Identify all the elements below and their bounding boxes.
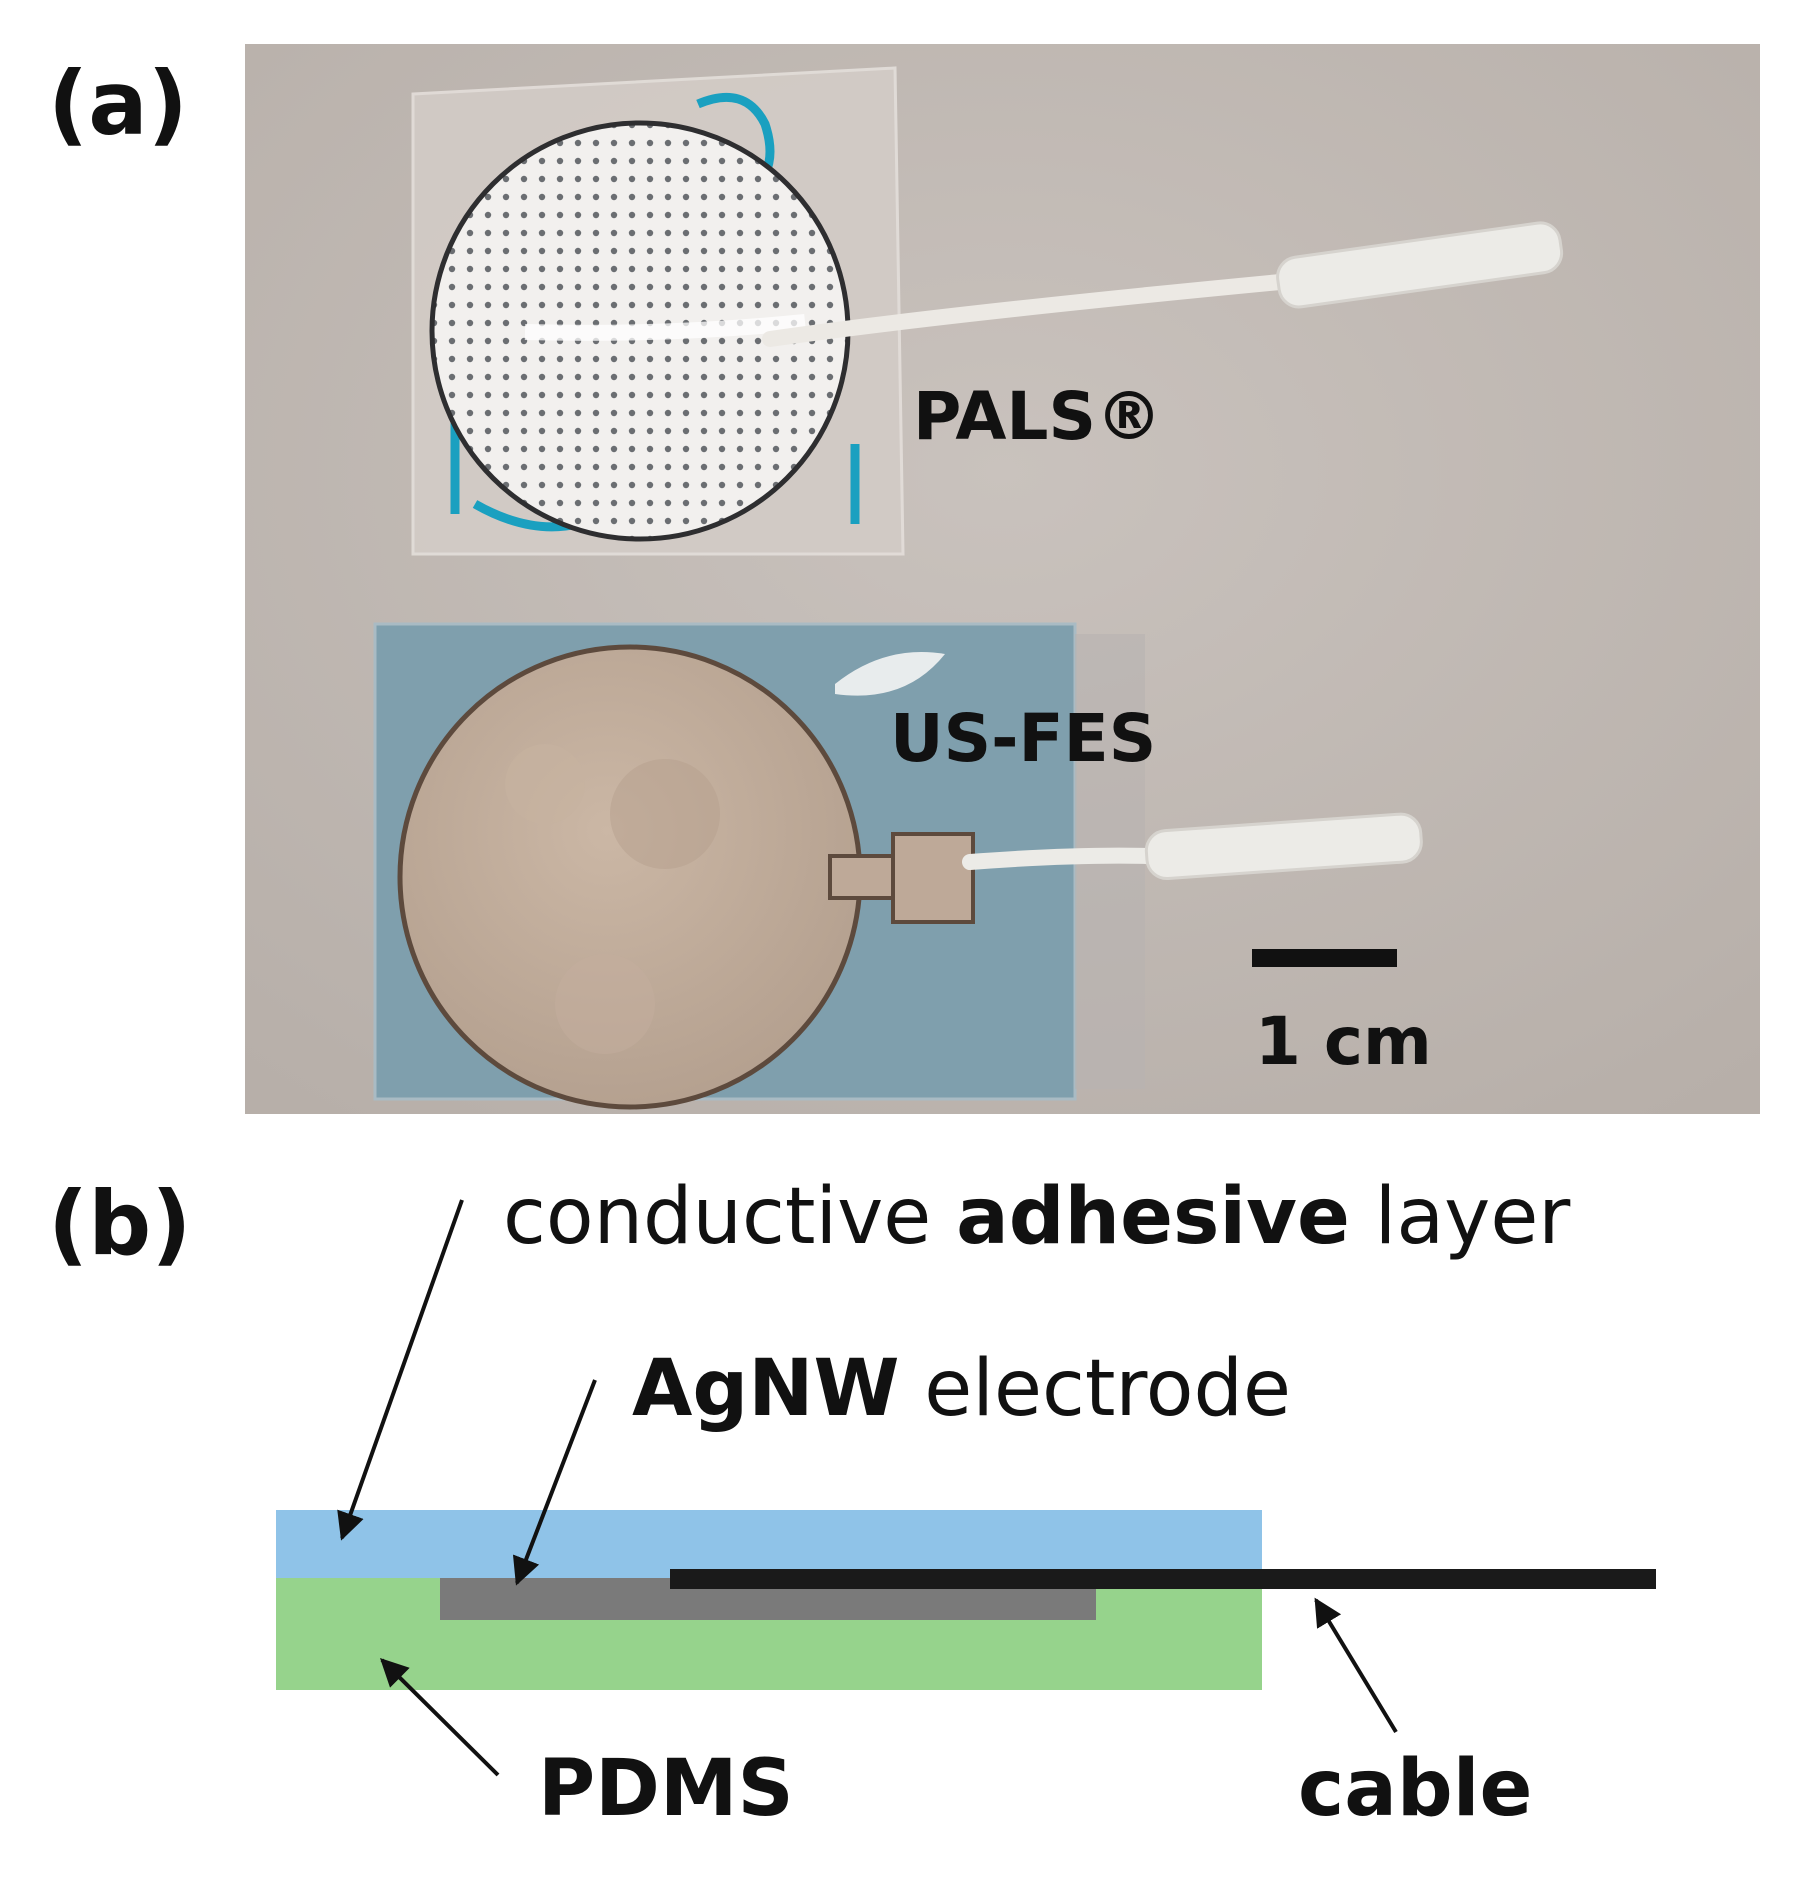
usfes-label: US-FES (890, 700, 1157, 777)
agnw-callout: AgNW electrode (632, 1350, 1291, 1428)
electrode-photo: PALS® US-FES 1 cm (245, 44, 1760, 1114)
layer-diagram: conductive adhesive layer AgNW electrode… (0, 1140, 1794, 1892)
pals-stitch (524, 314, 806, 341)
agnw-arrow (512, 1379, 597, 1586)
cable-arrow (1314, 1597, 1398, 1734)
agnw-callout-bold: AgNW (632, 1344, 900, 1434)
pdms-arrow (380, 1658, 500, 1777)
adhesive-callout: conductive adhesive layer (503, 1178, 1570, 1256)
scale-bar-label: 1 cm (1255, 1003, 1432, 1080)
adhesive-callout-bold: adhesive (956, 1172, 1350, 1262)
pdms-callout-bold: PDMS (538, 1744, 794, 1834)
usfes-agnw-pad (397, 644, 975, 1110)
cable-callout: cable (1298, 1750, 1532, 1828)
usfes-cable (962, 847, 1158, 870)
pals-connector (1276, 221, 1564, 309)
agnw-callout-post: electrode (899, 1344, 1292, 1434)
panel-a-label: (a) (48, 52, 188, 155)
cable-layer (670, 1569, 1656, 1589)
adhesive-layer (276, 1510, 1262, 1578)
scale-bar (1252, 949, 1397, 967)
pals-cable (762, 274, 1288, 347)
cable-callout-bold: cable (1298, 1744, 1533, 1834)
adhesive-callout-post: layer (1349, 1172, 1571, 1262)
usfes-connector (1144, 812, 1423, 881)
adhesive-callout-pre: conductive (503, 1172, 957, 1262)
pdms-callout: PDMS (538, 1750, 794, 1828)
electrode-photo-illustration (245, 44, 1760, 1114)
layer-diagram-drawing (276, 1199, 1656, 1777)
panel-b-label: (b) (48, 1172, 192, 1275)
adhesive-arrow (337, 1199, 464, 1541)
pals-label: PALS® (913, 378, 1162, 455)
